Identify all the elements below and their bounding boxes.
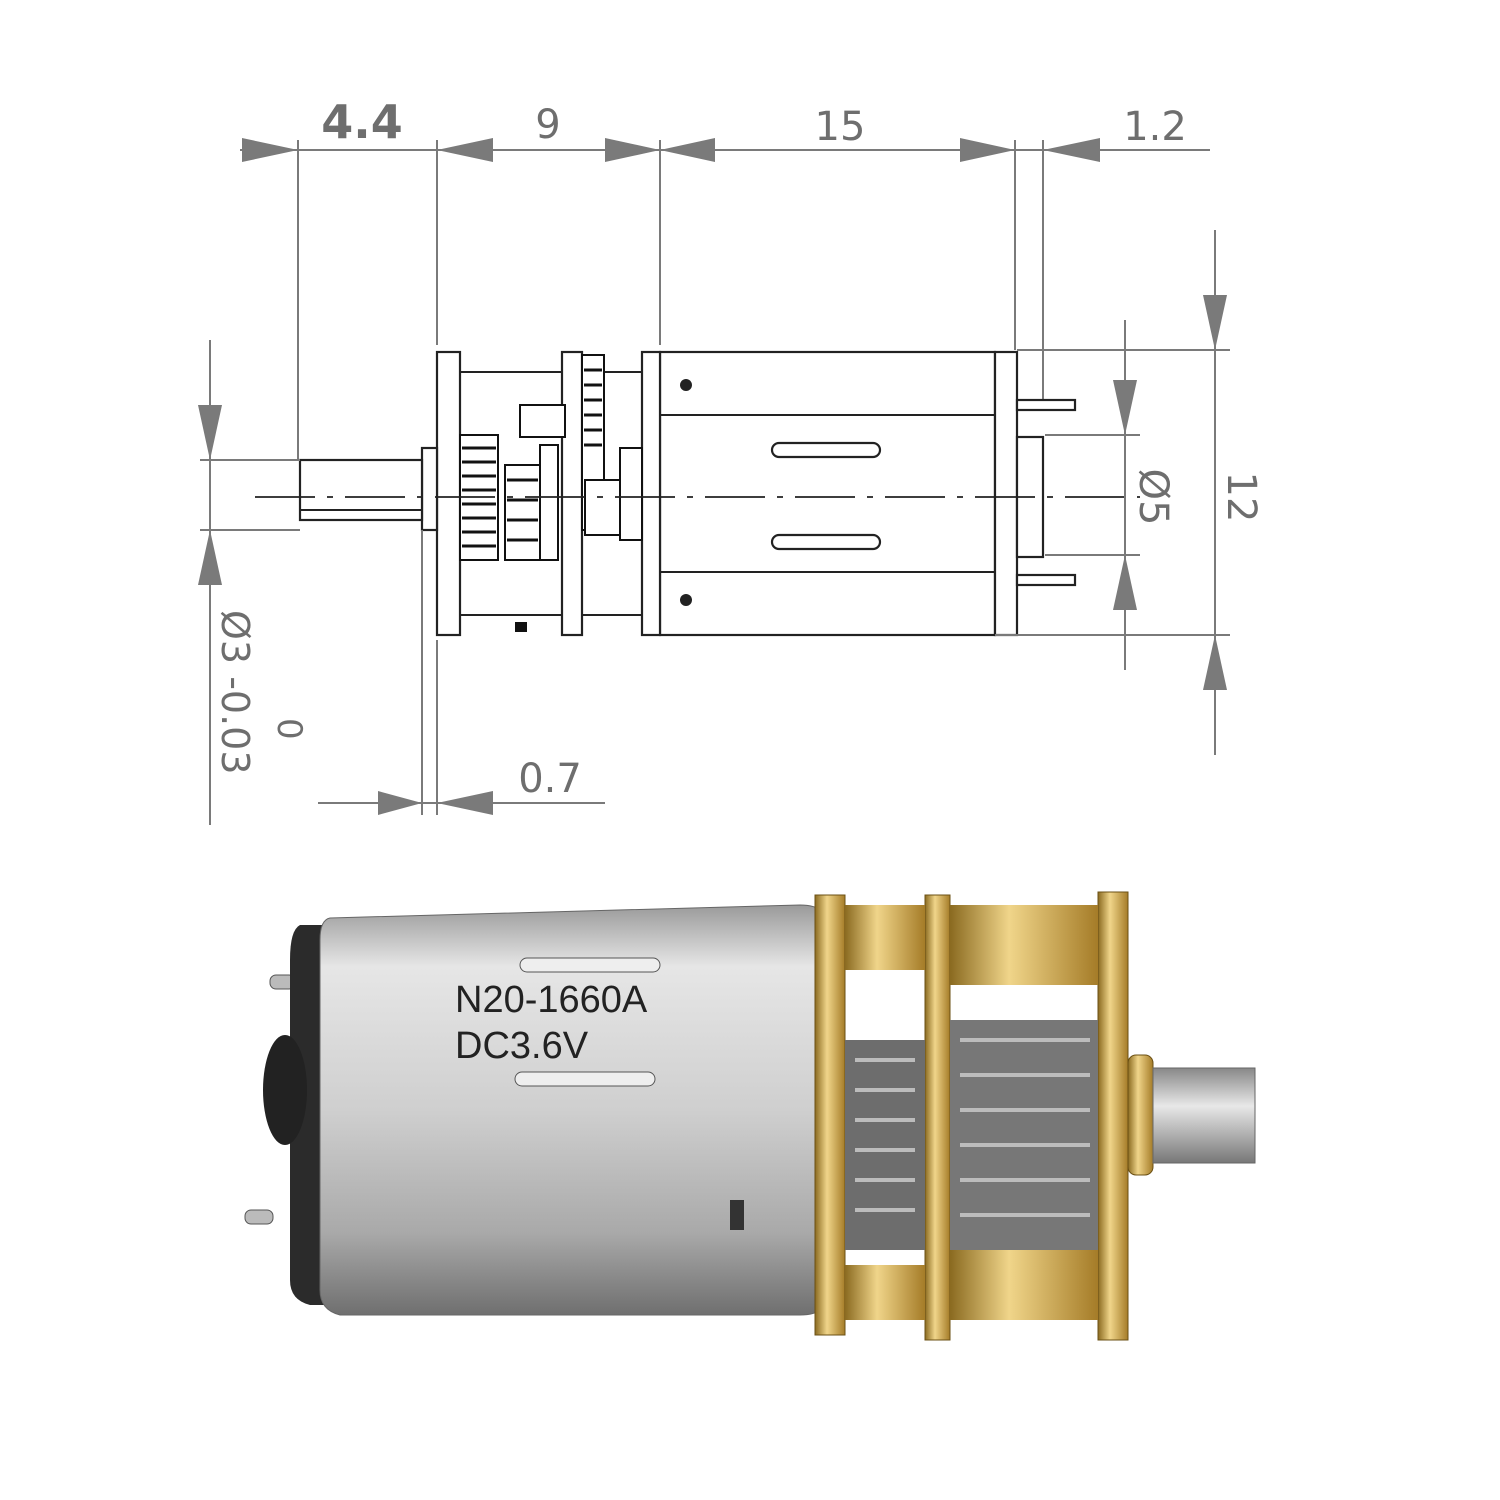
top-dimension-chain: 4.4 9 15 1.2 <box>240 95 1210 460</box>
shaft-diameter-dimension: Ø3 -0.03 0 <box>198 340 309 825</box>
dim-boss-diameter: Ø5 <box>1130 469 1176 526</box>
dim-shaft-length: 4.4 <box>321 95 403 149</box>
dim-motor-length: 15 <box>815 104 866 150</box>
boss-diameter-dimension: Ø5 <box>1045 320 1176 670</box>
photo-voltage-label: DC3.6V <box>455 1025 589 1067</box>
height-dimension: 12 <box>995 230 1264 755</box>
dim-shaft-diameter: Ø3 -0.03 <box>213 610 257 775</box>
technical-drawing: 4.4 9 15 1.2 <box>198 95 1264 825</box>
dim-tolerance-upper: 0 <box>269 718 309 740</box>
flange-dimension: 0.7 <box>318 530 605 815</box>
dim-height: 12 <box>1218 472 1264 523</box>
motor-outline <box>255 350 1140 637</box>
photo-model-label: N20-1660A <box>455 979 648 1021</box>
motor-photo: N20-1660A DC3.6V <box>244 891 1256 1341</box>
dim-gearbox-length: 9 <box>535 102 560 148</box>
dim-end-cap: 1.2 <box>1123 104 1187 150</box>
dim-flange-thickness: 0.7 <box>518 756 582 802</box>
